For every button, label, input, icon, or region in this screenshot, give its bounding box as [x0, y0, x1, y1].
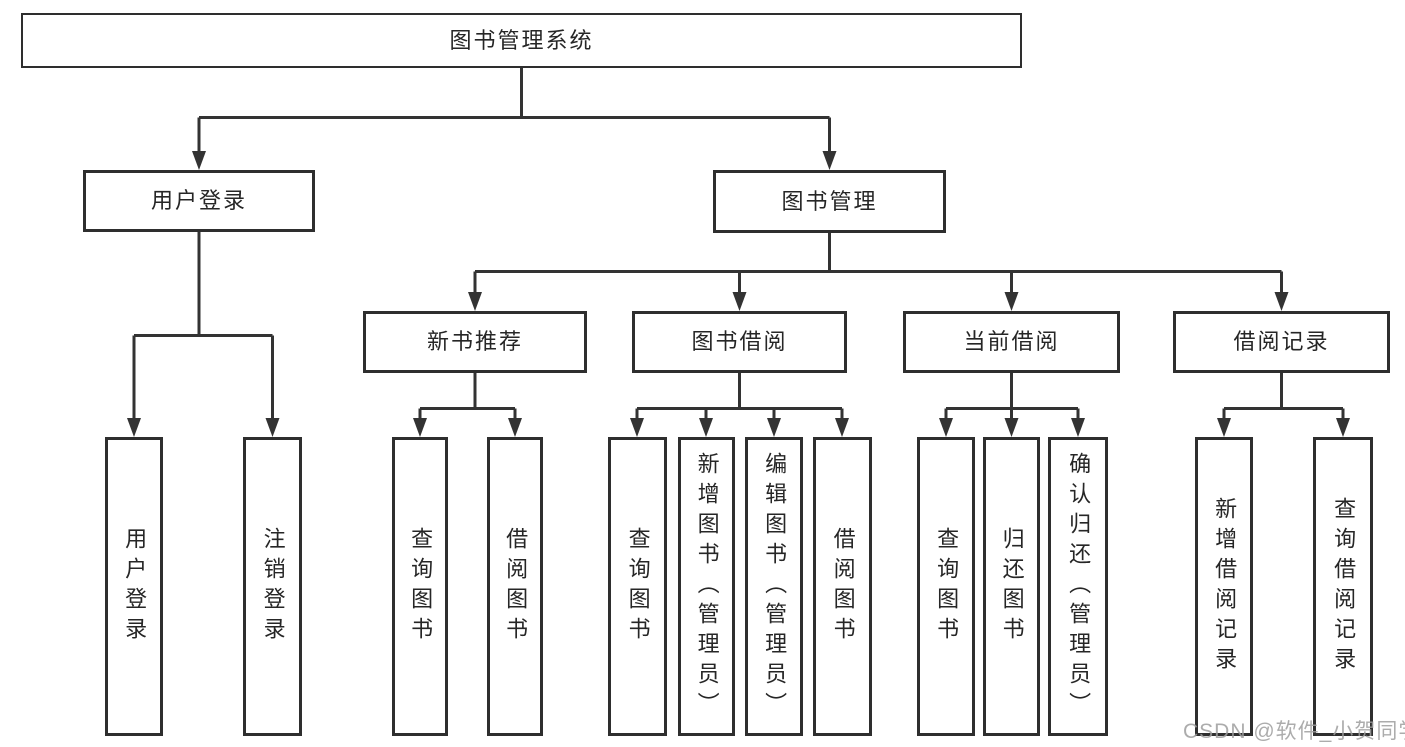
- connector-book-mgmt-to-level3: [473, 233, 1283, 294]
- node-borrow-records-label: 借阅记录: [1233, 329, 1330, 354]
- arrowhead-icon: [1217, 418, 1231, 437]
- arrowhead-icon: [508, 418, 522, 437]
- leaf-query-borrow-record-label: 查询借阅记录: [1331, 496, 1357, 677]
- arrowhead-icon: [468, 292, 482, 311]
- leaf-add-book-admin-label: 新增图书（管理员）: [694, 451, 720, 722]
- leaf-user-login: 用户登录: [105, 437, 163, 736]
- node-book-management: 图书管理: [713, 170, 946, 233]
- arrowhead-icon: [1336, 418, 1350, 437]
- node-root: 图书管理系统: [21, 13, 1022, 68]
- arrowhead-icon: [1004, 418, 1019, 437]
- arrowhead-icon: [699, 418, 713, 437]
- connector-user-login-to-leaves: [132, 232, 274, 420]
- arrowhead-icon: [413, 418, 427, 437]
- node-new-book-recommend-label: 新书推荐: [426, 329, 523, 354]
- node-root-label: 图书管理系统: [449, 27, 594, 53]
- arrowhead-icon: [192, 151, 206, 170]
- leaf-confirm-return-admin-label: 确认归还（管理员）: [1066, 451, 1092, 722]
- leaf-query-books-borrow: 查询图书: [608, 437, 667, 736]
- connector-root-to-level2: [197, 68, 831, 153]
- leaf-return-book: 归还图书: [983, 437, 1040, 736]
- watermark: CSDN @软件_小贺同学: [1183, 720, 1405, 743]
- arrowhead-icon: [630, 418, 644, 437]
- arrowhead-icon: [822, 151, 837, 170]
- leaf-query-books-newbook-label: 查询图书: [408, 526, 434, 647]
- leaf-borrow-books-borrow-label: 借阅图书: [830, 526, 856, 647]
- leaf-confirm-return-admin: 确认归还（管理员）: [1048, 437, 1108, 736]
- arrowhead-icon: [1274, 292, 1289, 311]
- leaf-query-books-current: 查询图书: [917, 437, 975, 736]
- node-user-login-label: 用户登录: [150, 188, 247, 213]
- leaf-logout-label: 注销登录: [260, 526, 286, 647]
- node-current-borrow: 当前借阅: [903, 311, 1120, 373]
- arrowhead-icon: [1004, 292, 1019, 311]
- arrowhead-icon: [265, 418, 280, 437]
- leaf-user-login-label: 用户登录: [122, 526, 148, 647]
- connector-newbook-to-leaves: [418, 373, 517, 420]
- leaf-borrow-books-newbook: 借阅图书: [487, 437, 543, 736]
- leaf-query-borrow-record: 查询借阅记录: [1313, 437, 1373, 736]
- node-book-borrow-label: 图书借阅: [691, 329, 788, 354]
- connector-records-to-leaves: [1222, 373, 1345, 420]
- leaf-edit-book-admin-label: 编辑图书（管理员）: [762, 451, 788, 722]
- leaf-add-borrow-record-label: 新增借阅记录: [1212, 496, 1238, 677]
- leaf-query-books-newbook: 查询图书: [392, 437, 448, 736]
- leaf-query-books-current-label: 查询图书: [934, 526, 960, 647]
- node-new-book-recommend: 新书推荐: [363, 311, 587, 373]
- leaf-logout: 注销登录: [243, 437, 302, 736]
- leaf-return-book-label: 归还图书: [999, 526, 1025, 647]
- connector-current-to-leaves: [944, 373, 1080, 420]
- arrowhead-icon: [767, 418, 781, 437]
- node-book-management-label: 图书管理: [781, 188, 878, 214]
- connector-borrow-to-leaves: [635, 373, 844, 420]
- node-user-login: 用户登录: [83, 170, 315, 232]
- arrowhead-icon: [835, 418, 849, 437]
- leaf-borrow-books-newbook-label: 借阅图书: [503, 526, 529, 647]
- arrowhead-icon: [127, 418, 141, 437]
- arrowhead-icon: [1071, 418, 1085, 437]
- arrowhead-icon: [732, 292, 747, 311]
- leaf-borrow-books-borrow: 借阅图书: [813, 437, 872, 736]
- node-borrow-records: 借阅记录: [1173, 311, 1390, 373]
- node-current-borrow-label: 当前借阅: [963, 329, 1060, 354]
- node-book-borrow: 图书借阅: [632, 311, 847, 373]
- leaf-edit-book-admin: 编辑图书（管理员）: [745, 437, 803, 736]
- leaf-add-book-admin: 新增图书（管理员）: [678, 437, 735, 736]
- arrowhead-icon: [939, 418, 953, 437]
- leaf-query-books-borrow-label: 查询图书: [625, 526, 651, 647]
- leaf-add-borrow-record: 新增借阅记录: [1195, 437, 1253, 736]
